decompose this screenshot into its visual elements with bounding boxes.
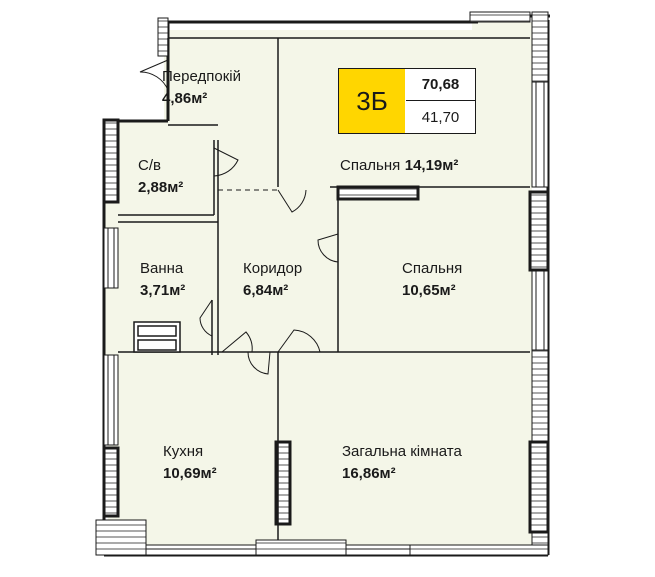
apartment-type: 3Б	[339, 69, 405, 133]
room-bedroom1-area: 14,19м²	[404, 157, 459, 174]
room-bathroom-name: Ванна	[140, 260, 184, 277]
room-kitchen-name: Кухня	[163, 443, 204, 460]
room-bedroom1-label: Спальня 14,19м²	[340, 157, 458, 175]
room-hallway-name: Передпокій	[162, 68, 241, 85]
apartment-badge: 3Б 70,68 41,70	[338, 68, 476, 134]
windows	[103, 81, 549, 556]
total-area: 70,68	[406, 69, 475, 101]
room-wc-area: 2,88м²	[138, 179, 184, 196]
room-corridor-name: Коридор	[243, 260, 303, 277]
room-bathroom-area: 3,71м²	[140, 282, 186, 299]
room-living-name: Загальна кімната	[342, 443, 462, 460]
wall-pillars	[102, 118, 550, 556]
bath-fixture	[133, 321, 181, 353]
room-kitchen-area: 10,69м²	[163, 465, 217, 482]
room-corridor-area: 6,84м²	[243, 282, 289, 299]
room-bedroom1-name: Спальня	[340, 157, 401, 174]
room-hallway-area: 4,86м²	[162, 90, 208, 107]
room-living-area: 16,86м²	[342, 465, 396, 482]
room-bedroom2-name: Спальня	[402, 260, 463, 277]
room-bedroom2-area: 10,65м²	[402, 282, 456, 299]
floor-area	[104, 22, 532, 545]
room-wc-name: С/в	[138, 157, 161, 174]
living-area: 41,70	[421, 108, 460, 126]
door-swings	[139, 59, 339, 375]
